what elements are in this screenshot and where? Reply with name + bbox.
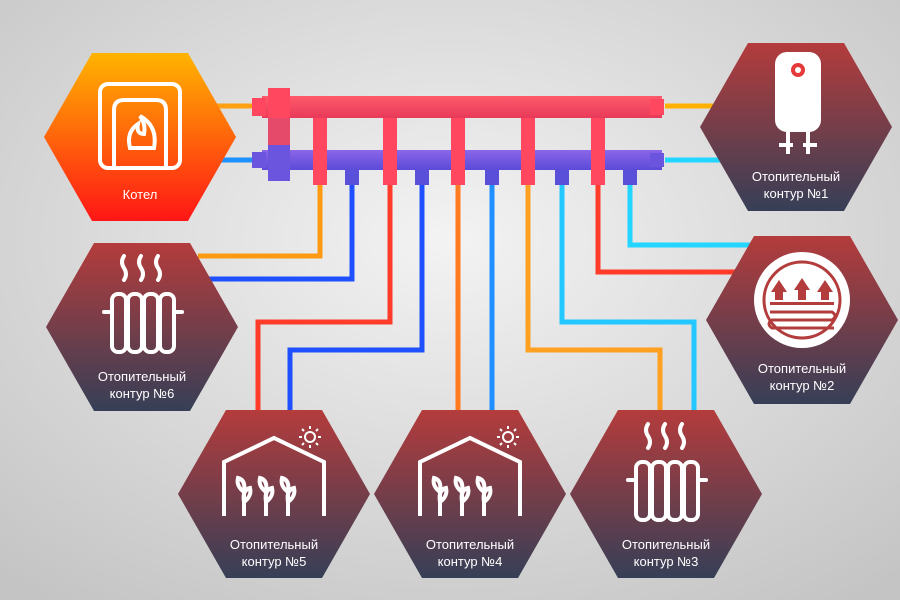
sun-icon [299,426,321,448]
circuit-5-line-2: контур №5 [242,554,307,569]
circuit-node-4: Отопительный контур №4 [374,410,566,578]
pipe-supply-circuit-6 [198,185,323,259]
pipe-return-circuit-3 [559,185,697,414]
circuit-node-6: Отопительный контур №6 [46,243,238,411]
pipe-return-circuit-6 [198,185,355,282]
circuit-2-line-2: контур №2 [770,378,835,393]
circuit-3-line-2: контур №3 [634,554,699,569]
sun-icon [497,426,519,448]
boiler-node: Котел [44,53,236,221]
radiator-icon [102,254,184,354]
circuit-node-5: Отопительный контур №5 [178,410,370,578]
pipe-supply-circuit-3 [525,185,663,414]
circuit-4-line-2: контур №4 [438,554,503,569]
manifold [252,88,664,185]
pipe-supply-circuit-2 [595,185,740,275]
boiler-icon [98,82,182,170]
circuit-2-line-1: Отопительный [758,361,846,376]
circuit-1-line-2: контур №1 [764,186,829,201]
greenhouse-icon [222,435,326,516]
circuit-1-line-1: Отопительный [752,169,840,184]
circuit-node-2: Отопительный контур №2 [706,236,898,404]
pipe-return-circuit-5 [287,185,425,414]
return-outlets [345,170,637,185]
circuit-5-line-1: Отопительный [230,537,318,552]
circuit-4-line-1: Отопительный [426,537,514,552]
circuit-node-3: Отопительный контур №3 [570,410,762,578]
pipe-supply-circuit-5 [255,185,393,414]
underfloor-heating-icon [754,252,850,348]
circuit-node-1: Отопительный контур №1 [700,43,892,211]
pipe-return-circuit-2 [627,185,750,248]
boiler-label: Котел [123,187,158,202]
circuit-6-line-1: Отопительный [98,369,186,384]
water-heater-icon [775,52,821,154]
supply-header [262,96,662,118]
greenhouse-icon [418,435,522,516]
circuit-6-line-2: контур №6 [110,386,175,401]
circuit-3-line-1: Отопительный [622,537,710,552]
supply-outlets [313,118,605,185]
radiator-icon [626,422,708,522]
